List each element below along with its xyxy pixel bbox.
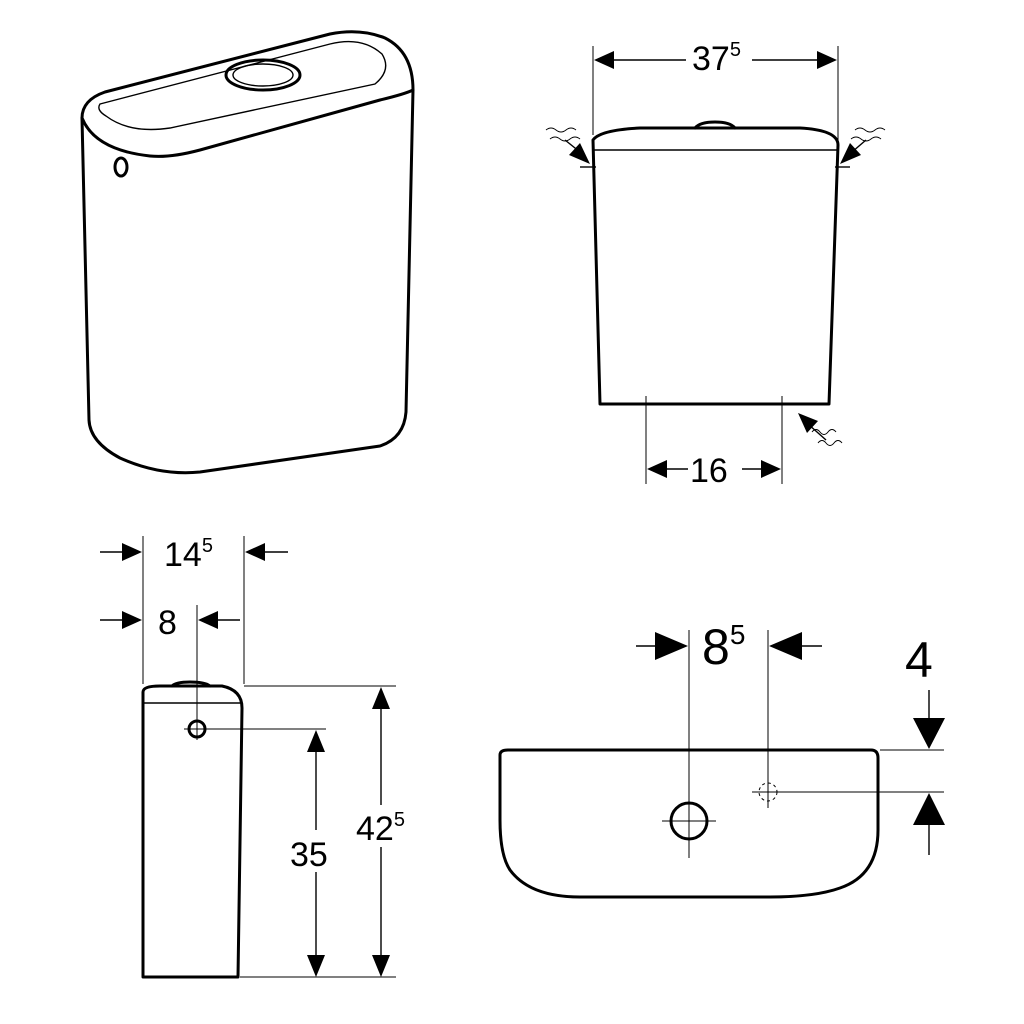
water-supply-wave-right-2	[850, 136, 882, 142]
side-view: 145 8 35 425	[100, 535, 422, 979]
top-body-outline	[498, 748, 880, 899]
water-supply-wave-bottom-2	[817, 440, 843, 446]
water-supply-arrow-bottom	[798, 413, 818, 433]
side-body-outline	[141, 684, 244, 979]
spacing-arrow-left	[647, 460, 667, 478]
spacing-label: 16	[690, 452, 728, 490]
flush-button-inner	[232, 63, 294, 87]
offset-arrow-right	[198, 611, 218, 629]
total-height-label-bg	[352, 805, 422, 847]
total-height-arrow-top	[372, 687, 390, 709]
hole-spacing-label: 85	[702, 619, 745, 675]
depth-arrow-right	[245, 543, 265, 561]
water-supply-arrow-right	[840, 143, 861, 164]
water-supply-wave-right-1	[854, 127, 886, 133]
edge-offset-label: 4	[905, 632, 933, 688]
hole-spacing-arrow-left	[655, 632, 688, 660]
total-height-arrow-bottom	[372, 955, 390, 977]
offset-label: 8	[158, 604, 177, 642]
top-view: 85 4	[498, 619, 945, 899]
connection-height-arrow-bottom	[307, 955, 325, 977]
connection-height-label: 35	[290, 836, 328, 874]
spacing-arrow-right	[761, 460, 781, 478]
hole-spacing-arrow-right	[769, 632, 802, 660]
water-supply-wave-bottom-1	[811, 429, 837, 435]
flush-button-outer	[224, 58, 302, 92]
connection-height-arrow-top	[307, 730, 325, 752]
lid-front-edge	[80, 88, 415, 158]
depth-arrow-left	[122, 543, 142, 561]
water-supply-wave-left-1	[545, 127, 577, 133]
perspective-view	[80, 30, 415, 475]
side-inlet-hole	[113, 156, 129, 178]
edge-offset-arrow-top	[913, 718, 945, 749]
lid-inner-outline	[98, 40, 387, 131]
width-label: 375	[692, 39, 741, 78]
offset-arrow-left	[122, 611, 142, 629]
water-supply-arrow-left	[569, 143, 590, 164]
depth-label: 145	[164, 535, 213, 574]
front-body-outline	[591, 126, 840, 406]
width-arrow-left	[594, 51, 614, 69]
total-height-label: 425	[356, 809, 405, 848]
side-flush-button	[170, 680, 212, 688]
cistern-body-outline	[80, 30, 415, 475]
connection-height-label-bg	[286, 830, 342, 872]
width-arrow-right	[817, 51, 837, 69]
front-flush-button	[693, 120, 737, 130]
front-view: 375 16	[545, 39, 886, 490]
water-supply-wave-left-2	[549, 136, 581, 142]
edge-offset-arrow-bottom	[913, 793, 945, 825]
